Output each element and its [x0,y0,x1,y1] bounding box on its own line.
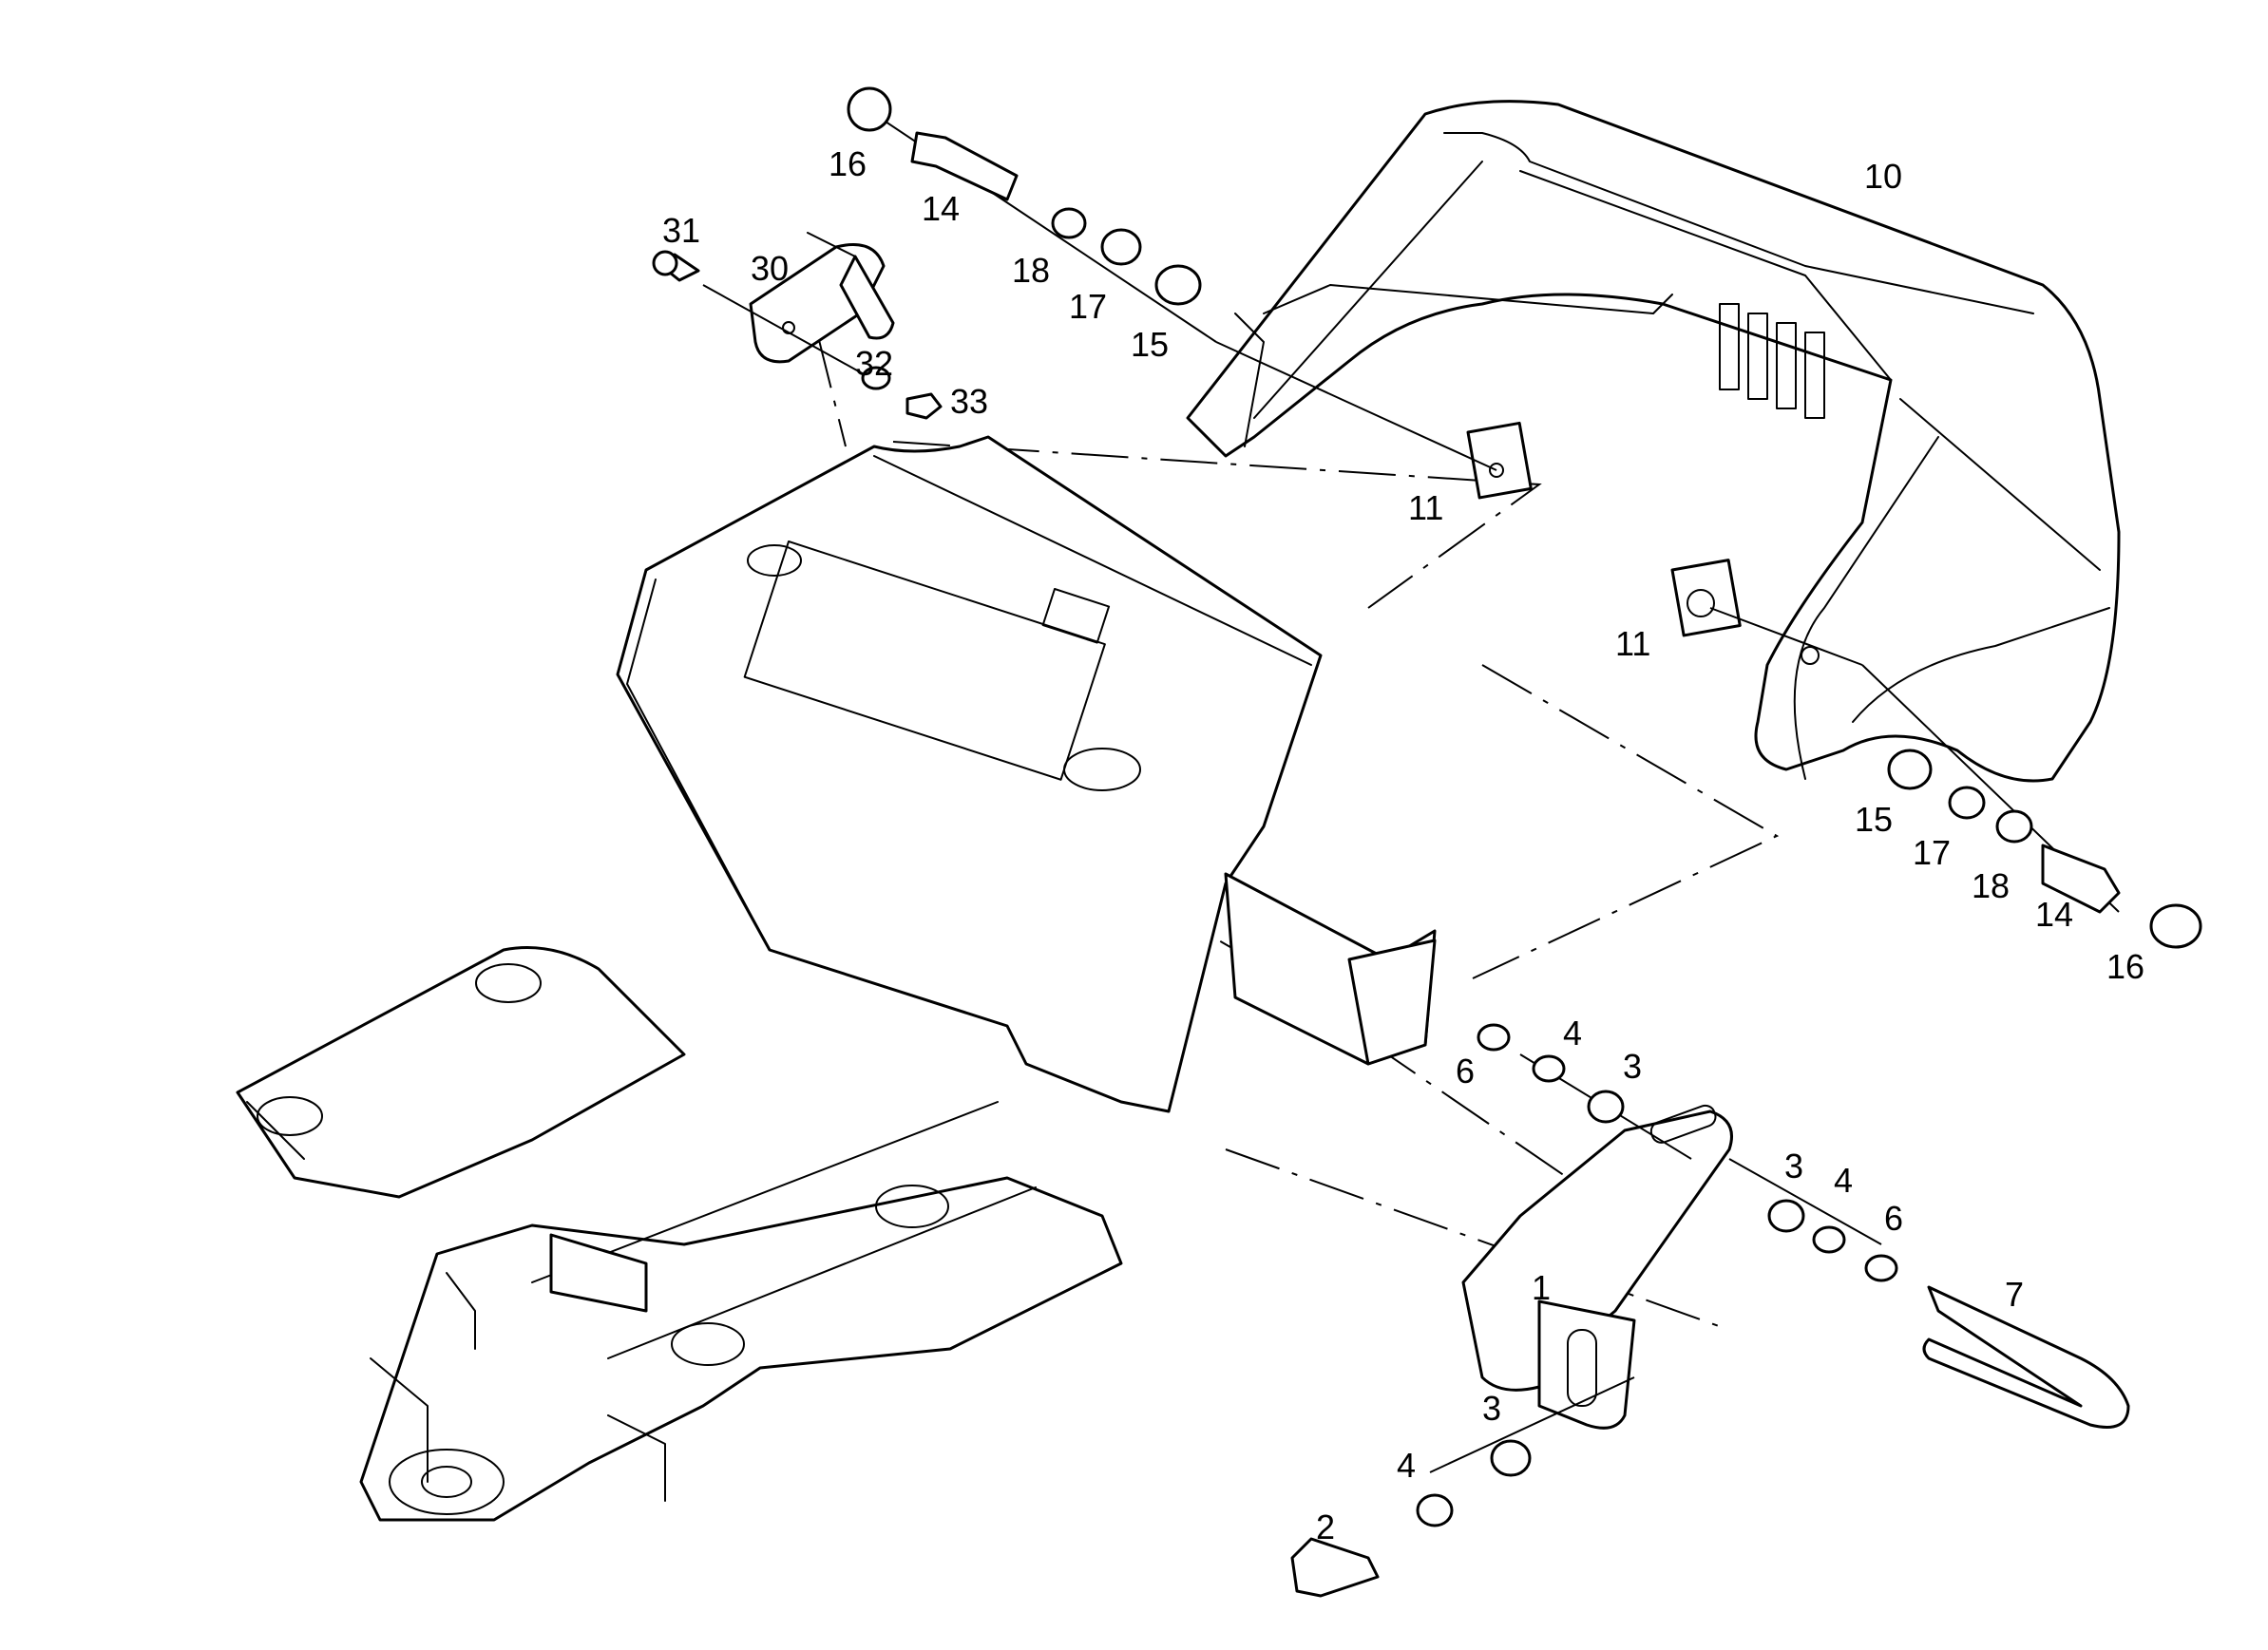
callout-17-upper: 17 [1069,287,1107,326]
hitch-assembly [1290,1023,2130,1598]
callout-6-upper: 6 [1456,1052,1475,1091]
callout-14-upper: 14 [922,189,960,228]
callout-32: 32 [855,344,893,383]
callout-15-lower: 15 [1855,800,1893,839]
callout-4-middle: 4 [1834,1161,1853,1200]
callout-11-upper: 11 [1408,488,1443,527]
main-frame [616,435,1437,1113]
callout-14-lower: 14 [2035,895,2073,934]
callout-33: 33 [950,382,988,421]
lower-bolt-set [1670,559,2202,949]
callout-3-middle: 3 [1784,1147,1803,1185]
callout-2: 2 [1316,1508,1335,1546]
callout-3-lower: 3 [1482,1389,1501,1428]
callout-16-lower: 16 [2106,947,2144,986]
callout-3-upper: 3 [1623,1047,1642,1086]
callout-31: 31 [662,211,700,250]
callout-18-lower: 18 [1972,866,2010,905]
callout-1: 1 [1532,1268,1551,1307]
bracket-assembly [652,232,943,420]
callout-11-lower: 11 [1615,624,1650,663]
upper-bolt-set [847,86,1533,500]
callout-30: 30 [751,249,789,288]
callout-labels: 16 14 18 17 15 10 31 30 32 33 11 11 15 1… [662,144,2144,1546]
callout-4-lower: 4 [1397,1446,1416,1485]
callout-16-upper: 16 [829,144,867,183]
callout-15-upper: 15 [1131,325,1169,364]
callout-4-upper: 4 [1563,1014,1582,1053]
callout-18-upper: 18 [1012,251,1050,290]
callout-17-lower: 17 [1913,833,1951,872]
chassis-base [236,946,1123,1522]
counterweight-slots [1719,303,1825,419]
callout-6-middle: 6 [1884,1199,1903,1238]
counterweight [1186,100,2121,783]
callout-7: 7 [2005,1275,2024,1314]
callout-10: 10 [1864,157,1902,196]
